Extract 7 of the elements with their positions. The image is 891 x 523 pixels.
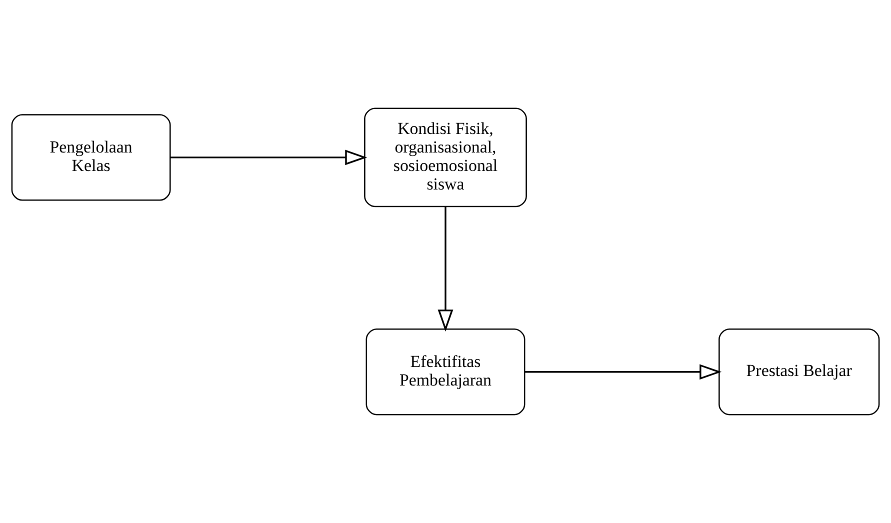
node-box: Efektifitas Pembelajaran (366, 328, 526, 416)
node-box: Pengelolaan Kelas (11, 114, 171, 201)
arrow (438, 206, 454, 332)
arrow (524, 364, 722, 380)
arrow (170, 150, 368, 166)
node-box: Prestasi Belajar (718, 328, 880, 416)
node-box: Kondisi Fisik, organisasional, sosioemosional siswa (364, 108, 527, 208)
